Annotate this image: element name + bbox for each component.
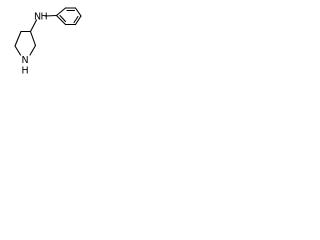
amine-pyrrolidine-bond xyxy=(29,19,38,33)
ring-nitrogen-label: N xyxy=(22,55,29,66)
amine-nitrogen-label: N xyxy=(34,12,41,23)
amine-phenyl-bond xyxy=(44,14,58,17)
amine-hydrogen-label: H xyxy=(41,12,48,23)
pyrrolidine-bond-4 xyxy=(29,44,37,56)
phenyl-double-bond-3 xyxy=(59,14,67,23)
phenyl-ring xyxy=(55,7,82,26)
phenyl-double-bond-2 xyxy=(73,15,79,24)
phenyl-bond-6 xyxy=(55,14,67,26)
chemical-structure: N H N H xyxy=(14,7,82,76)
phenyl-bond-4 xyxy=(74,15,82,26)
pyrrolidine-bond-5 xyxy=(29,30,37,47)
pyrrolidine-bond-3 xyxy=(14,45,22,56)
phenyl-bond-3 xyxy=(74,7,82,17)
pyrrolidine-bond-2 xyxy=(14,30,22,47)
ring-hydrogen-label: H xyxy=(22,66,29,76)
phenyl-bond-1 xyxy=(55,7,67,17)
pyrrolidine-ring xyxy=(14,30,37,56)
